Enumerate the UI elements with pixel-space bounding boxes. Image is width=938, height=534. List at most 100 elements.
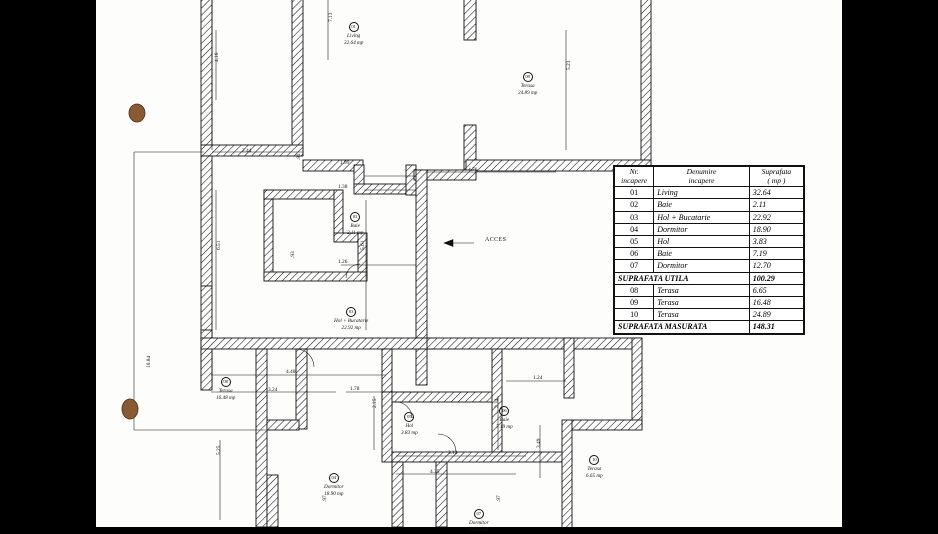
room-area: 22.92 mp xyxy=(341,325,361,332)
dimension-v: 6.51 xyxy=(216,240,222,250)
room-number-circle: 05 xyxy=(404,412,415,422)
cell-area: 2.11 xyxy=(748,198,805,212)
cell-name: Dormitor xyxy=(653,222,750,237)
room-name: Baie xyxy=(350,223,360,229)
room-number-circle: 07 xyxy=(473,509,484,519)
dimension-h: 1.26 xyxy=(338,259,348,265)
dimension-h: 3.12 xyxy=(448,450,458,456)
area-schedule-table: Nr. incapere Denumire incapere Suprafata… xyxy=(613,165,805,335)
dimension-v: 7.13 xyxy=(328,12,334,22)
room-name: Terasa xyxy=(587,466,602,472)
cell-name: Dormitor xyxy=(653,259,750,273)
room-area: 32.64 mp xyxy=(344,40,364,47)
dimension-v: 10.84 xyxy=(146,355,152,368)
dimension-h: 3.24 xyxy=(268,387,278,393)
room-name: Terasa xyxy=(218,388,233,394)
stain-mark-top xyxy=(128,103,146,123)
cell-area: 12.70 xyxy=(748,259,805,273)
cell-name: Baie xyxy=(653,198,750,212)
room-name: Terasa xyxy=(520,83,535,89)
dimension-h: 1.99 xyxy=(340,160,350,166)
cell-area: 16.48 xyxy=(748,295,805,310)
cell-area: 32.64 xyxy=(748,186,805,200)
total-value: 148.31 xyxy=(748,320,805,334)
room-number-circle: 03 xyxy=(346,307,357,317)
cell-name: Terasa xyxy=(653,295,750,310)
subtotal-value: 100.29 xyxy=(748,271,805,285)
room-area: 16.48 mp xyxy=(216,395,236,402)
dimension-h: 4.35 xyxy=(430,469,440,475)
cell-area: 6.65 xyxy=(748,283,805,297)
dimension-v: 5.23 xyxy=(566,60,572,70)
cell-nr: 08 xyxy=(613,283,655,297)
dimension-v: 2.15 xyxy=(372,398,378,408)
cell-nr: 10 xyxy=(613,308,655,322)
dimension-v: 4.16 xyxy=(214,52,220,62)
cell-name: Baie xyxy=(653,247,750,261)
cell-area: 18.90 xyxy=(748,222,805,237)
header-suprafata: Suprafata ( mp ) xyxy=(748,165,805,188)
cell-nr: 01 xyxy=(613,186,655,200)
subtotal-label: SUPRAFATA UTILA xyxy=(614,271,750,285)
room-name: Dormitor xyxy=(324,484,344,490)
room-area: 7.19 mp xyxy=(496,424,513,431)
cell-nr: 09 xyxy=(613,295,655,310)
room-name: Living xyxy=(347,33,361,39)
dimension-v: 2.34 xyxy=(494,398,500,408)
dimension-h: 1.38 xyxy=(338,184,348,190)
cell-area: 7.19 xyxy=(748,247,805,261)
room-area: 3.83 mp xyxy=(401,430,418,437)
room-number-circle: 01 xyxy=(348,22,359,32)
room-number-circle: 06 xyxy=(499,406,510,416)
room-area: 12.70 mp xyxy=(469,527,489,534)
cell-nr: 06 xyxy=(613,247,655,261)
room-number-circle: 08 xyxy=(220,377,231,387)
cell-nr: 04 xyxy=(613,222,655,237)
dimension-h: 1.24 xyxy=(533,375,543,381)
acces-label: ACCES xyxy=(485,237,507,243)
room-number-circle: 09 xyxy=(522,72,533,82)
cell-name: Hol xyxy=(653,234,750,249)
cell-nr: 05 xyxy=(613,234,655,249)
dimension-v: .93 xyxy=(290,251,296,258)
dimension-v: .97 xyxy=(496,495,502,502)
dimension-v: 5.61 xyxy=(360,240,366,250)
cell-area: 24.89 xyxy=(748,308,805,322)
dimension-h: 4.76 xyxy=(468,167,478,173)
dimension-v: 5.25 xyxy=(216,445,222,455)
dimension-h: 1.78 xyxy=(350,386,360,392)
cell-area: 22.92 xyxy=(748,210,805,224)
room-number-circle: 02 xyxy=(350,212,361,222)
cell-name: Living xyxy=(653,186,750,200)
dimension-h: 2.44 xyxy=(242,148,252,154)
cell-name: Hol + Bucatarie xyxy=(653,210,750,224)
room-name: Dormitor xyxy=(469,520,489,526)
room-number-circle: 04 xyxy=(328,473,339,483)
cell-name: Terasa xyxy=(653,283,750,297)
dimension-h: 4.40 xyxy=(286,369,296,375)
dimension-v: .97 xyxy=(322,495,328,502)
dimension-v: .81 xyxy=(296,153,302,160)
cell-name: Terasa xyxy=(653,308,750,322)
